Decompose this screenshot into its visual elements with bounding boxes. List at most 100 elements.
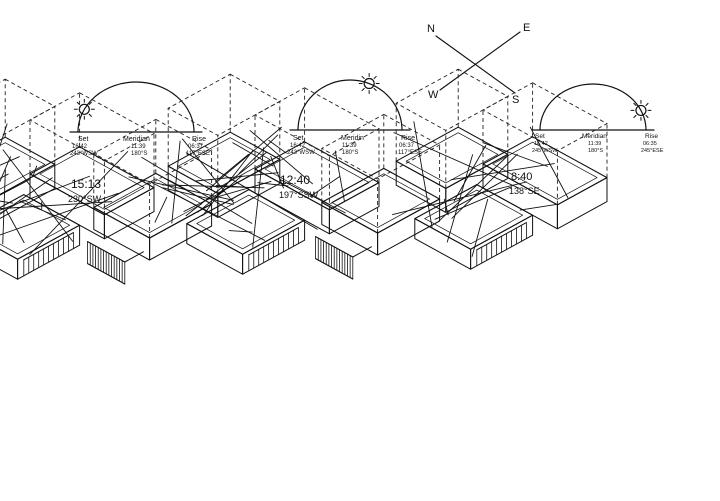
wall-face bbox=[103, 187, 155, 240]
sun-ray bbox=[633, 102, 637, 106]
wall-face bbox=[93, 206, 151, 261]
light-ray-line bbox=[443, 198, 449, 216]
light-ray-line bbox=[393, 132, 520, 189]
light-ray-line bbox=[279, 179, 346, 214]
light-ray-line bbox=[0, 178, 31, 196]
light-ray-line bbox=[309, 176, 340, 197]
wall-face bbox=[328, 182, 380, 235]
light-ray-line bbox=[529, 126, 569, 199]
sun-ray bbox=[361, 87, 365, 92]
light-ray-line bbox=[195, 172, 279, 182]
light-ray-line bbox=[197, 175, 243, 213]
light-ray-line bbox=[185, 152, 318, 230]
meridian-time: 11:39 bbox=[342, 143, 357, 149]
sun-ray bbox=[373, 75, 377, 80]
light-ray-line bbox=[0, 175, 91, 211]
light-ray-line bbox=[211, 180, 272, 200]
light-ray-line bbox=[238, 134, 279, 174]
wall-face bbox=[445, 153, 509, 213]
compass-east-label: E bbox=[523, 22, 530, 34]
rise-label: Rise bbox=[192, 136, 206, 143]
railing-top bbox=[124, 251, 144, 263]
rise-label: Rise bbox=[645, 133, 658, 140]
compass-north-label: N bbox=[427, 23, 435, 35]
compass: N E S W bbox=[427, 22, 530, 106]
sun-ray bbox=[88, 113, 92, 117]
light-ray-line bbox=[166, 178, 187, 190]
wall-face bbox=[0, 163, 56, 220]
light-ray-line bbox=[19, 200, 66, 221]
wall-inner bbox=[177, 137, 271, 189]
light-ray-line bbox=[438, 154, 509, 222]
wall-face bbox=[242, 219, 306, 275]
wall-face bbox=[414, 218, 472, 270]
light-ray-line bbox=[29, 151, 129, 256]
rise-time: 06:35 bbox=[643, 141, 657, 147]
railing-top bbox=[352, 246, 372, 258]
wall-face bbox=[470, 214, 534, 270]
light-ray-line bbox=[453, 145, 487, 202]
light-ray-line bbox=[232, 142, 274, 167]
light-ray-line bbox=[215, 154, 249, 182]
light-ray-line bbox=[0, 156, 20, 166]
wall-inner bbox=[424, 189, 524, 245]
set-direction: 243°WSW bbox=[70, 151, 98, 157]
sun-ray bbox=[361, 75, 365, 80]
set-time: 16:42 bbox=[534, 141, 548, 147]
wall-face bbox=[395, 160, 447, 213]
massing-outline bbox=[0, 78, 56, 137]
light-ray-line bbox=[206, 126, 282, 192]
massing-outline bbox=[320, 113, 441, 180]
wall-inner bbox=[0, 142, 46, 190]
meridian-time: 11:39 bbox=[131, 144, 146, 150]
railing-top bbox=[23, 232, 74, 261]
sun-icon bbox=[630, 99, 652, 121]
light-ray-line bbox=[154, 196, 168, 223]
sun-disc bbox=[363, 77, 375, 90]
light-ray-line bbox=[0, 192, 119, 236]
rise-direction: 245°ESE bbox=[641, 148, 664, 154]
light-ray-line bbox=[334, 150, 345, 202]
meridian-label: Meridin bbox=[341, 135, 364, 142]
rise-time: 06:37 bbox=[399, 143, 415, 149]
light-ray-line bbox=[268, 139, 287, 154]
wall-inner bbox=[103, 178, 203, 233]
sun-arc bbox=[539, 83, 647, 131]
light-ray-line bbox=[0, 156, 11, 183]
wall-face bbox=[377, 198, 441, 256]
sun-ray bbox=[645, 114, 649, 118]
bearing-label-3: 138°SE bbox=[509, 186, 540, 196]
light-ray-line bbox=[0, 123, 8, 148]
meridian-direction: 180°S bbox=[588, 148, 603, 154]
light-ray-line bbox=[257, 182, 289, 187]
compass-west-label: W bbox=[428, 89, 439, 101]
sun-arc bbox=[77, 81, 195, 133]
wall-inner bbox=[331, 173, 431, 228]
time-label-3: 8:40 bbox=[511, 171, 532, 183]
light-ray-line bbox=[519, 203, 557, 211]
slab-top bbox=[482, 136, 608, 206]
light-ray-line bbox=[392, 181, 527, 215]
rise-direction: 117°ESE bbox=[398, 150, 422, 156]
light-ray-line bbox=[128, 176, 234, 201]
light-ray-line bbox=[471, 198, 489, 257]
rise-direction: 117°ESE bbox=[186, 151, 210, 157]
meridian-label: Meridian bbox=[582, 133, 607, 140]
sun-disc bbox=[635, 104, 647, 117]
sun-icon bbox=[358, 73, 380, 95]
set-label: Set bbox=[535, 133, 545, 140]
light-ray-line bbox=[2, 168, 6, 245]
light-ray-line bbox=[162, 184, 265, 189]
wall-inner bbox=[39, 151, 145, 210]
railing-top bbox=[476, 222, 527, 251]
light-ray-line bbox=[249, 130, 313, 185]
light-ray-line bbox=[5, 209, 25, 244]
slab-top bbox=[321, 167, 441, 234]
light-ray-line bbox=[32, 165, 38, 177]
set-direction: 243°WSW bbox=[287, 150, 315, 156]
light-ray-line bbox=[0, 201, 113, 210]
light-ray-line bbox=[434, 186, 513, 220]
compass-south-label: S bbox=[512, 94, 519, 106]
light-ray-line bbox=[0, 200, 14, 204]
